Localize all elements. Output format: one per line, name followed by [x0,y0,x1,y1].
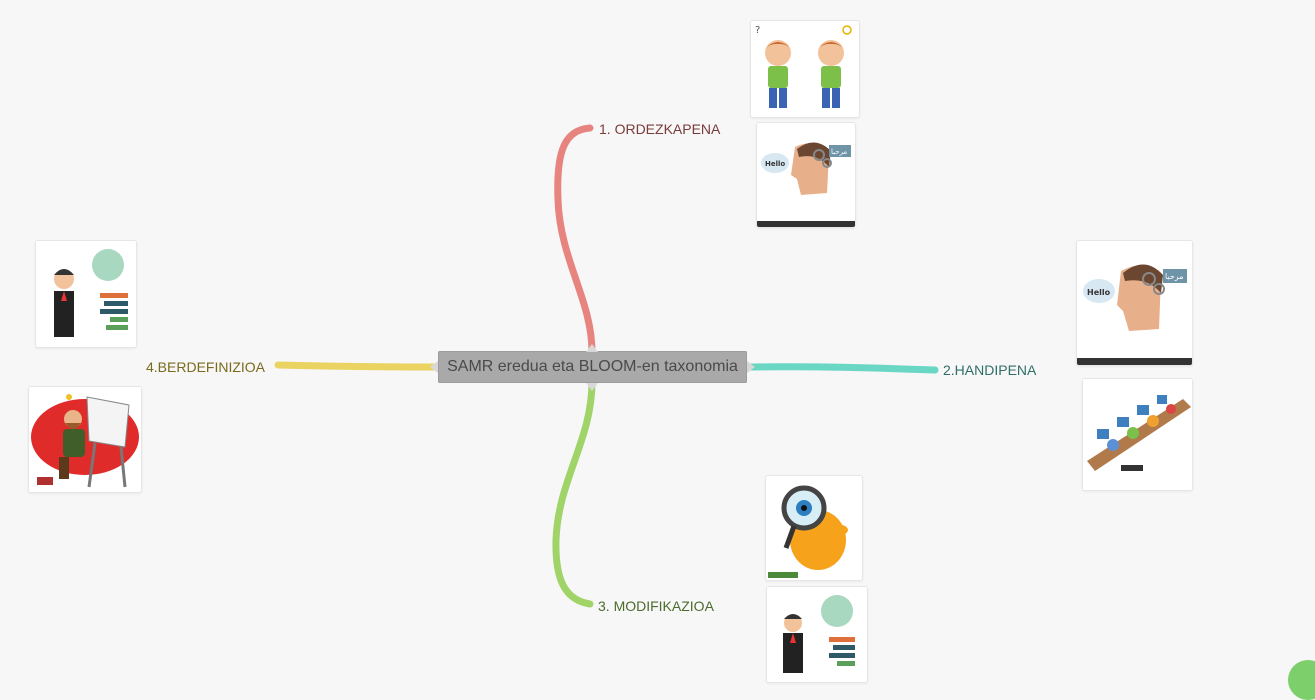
head-gears-illustration: Hello مرحبا [757,123,855,227]
presenter-illustration [767,587,867,682]
branch-label-handipena[interactable]: 2.HANDIPENA [943,362,1037,378]
image-head-gears-top[interactable]: Hello مرحبا [756,122,856,228]
image-computer-lab[interactable] [1082,378,1193,491]
central-topic-node[interactable]: SAMR eredua eta BLOOM-en taxonomia [438,351,747,383]
branch-connector-handipena [743,363,939,374]
magnifier-character-illustration [766,476,862,580]
image-thinking-boys[interactable]: ? [750,20,860,118]
add-topic-button[interactable] [1288,660,1315,700]
arabic-bubble-text: مرحبا [831,148,847,156]
branch-connector-ordezkapena [554,124,596,356]
image-artist-drafting[interactable] [28,386,142,493]
svg-text:?: ? [755,25,760,36]
mindmap-canvas [274,124,939,608]
hello-bubble-text: Hello [1087,288,1111,297]
branch-label-berdefinizioa[interactable]: 4.BERDEFINIZIOA [146,359,266,375]
hello-bubble-text: Hello [765,160,785,168]
image-head-gears-right[interactable]: Hello مرحبا [1076,240,1193,366]
artist-drafting-illustration [29,387,141,492]
arabic-bubble-text: مرحبا [1165,272,1184,281]
image-presenter-bottom[interactable] [766,586,868,683]
thinking-boys-illustration: ? [751,21,859,117]
image-magnifier-character[interactable] [765,475,863,581]
branch-connector-berdefinizioa [274,361,442,371]
computer-lab-illustration [1083,379,1192,490]
branch-label-ordezkapena[interactable]: 1. ORDEZKAPENA [599,121,721,137]
head-gears-illustration: Hello مرحبا [1077,241,1192,365]
image-presenter-left[interactable] [35,240,137,348]
branch-label-modifikazioa[interactable]: 3. MODIFIKAZIOA [598,598,714,614]
presenter-illustration [36,241,136,347]
branch-connector-modifikazioa [552,378,596,608]
